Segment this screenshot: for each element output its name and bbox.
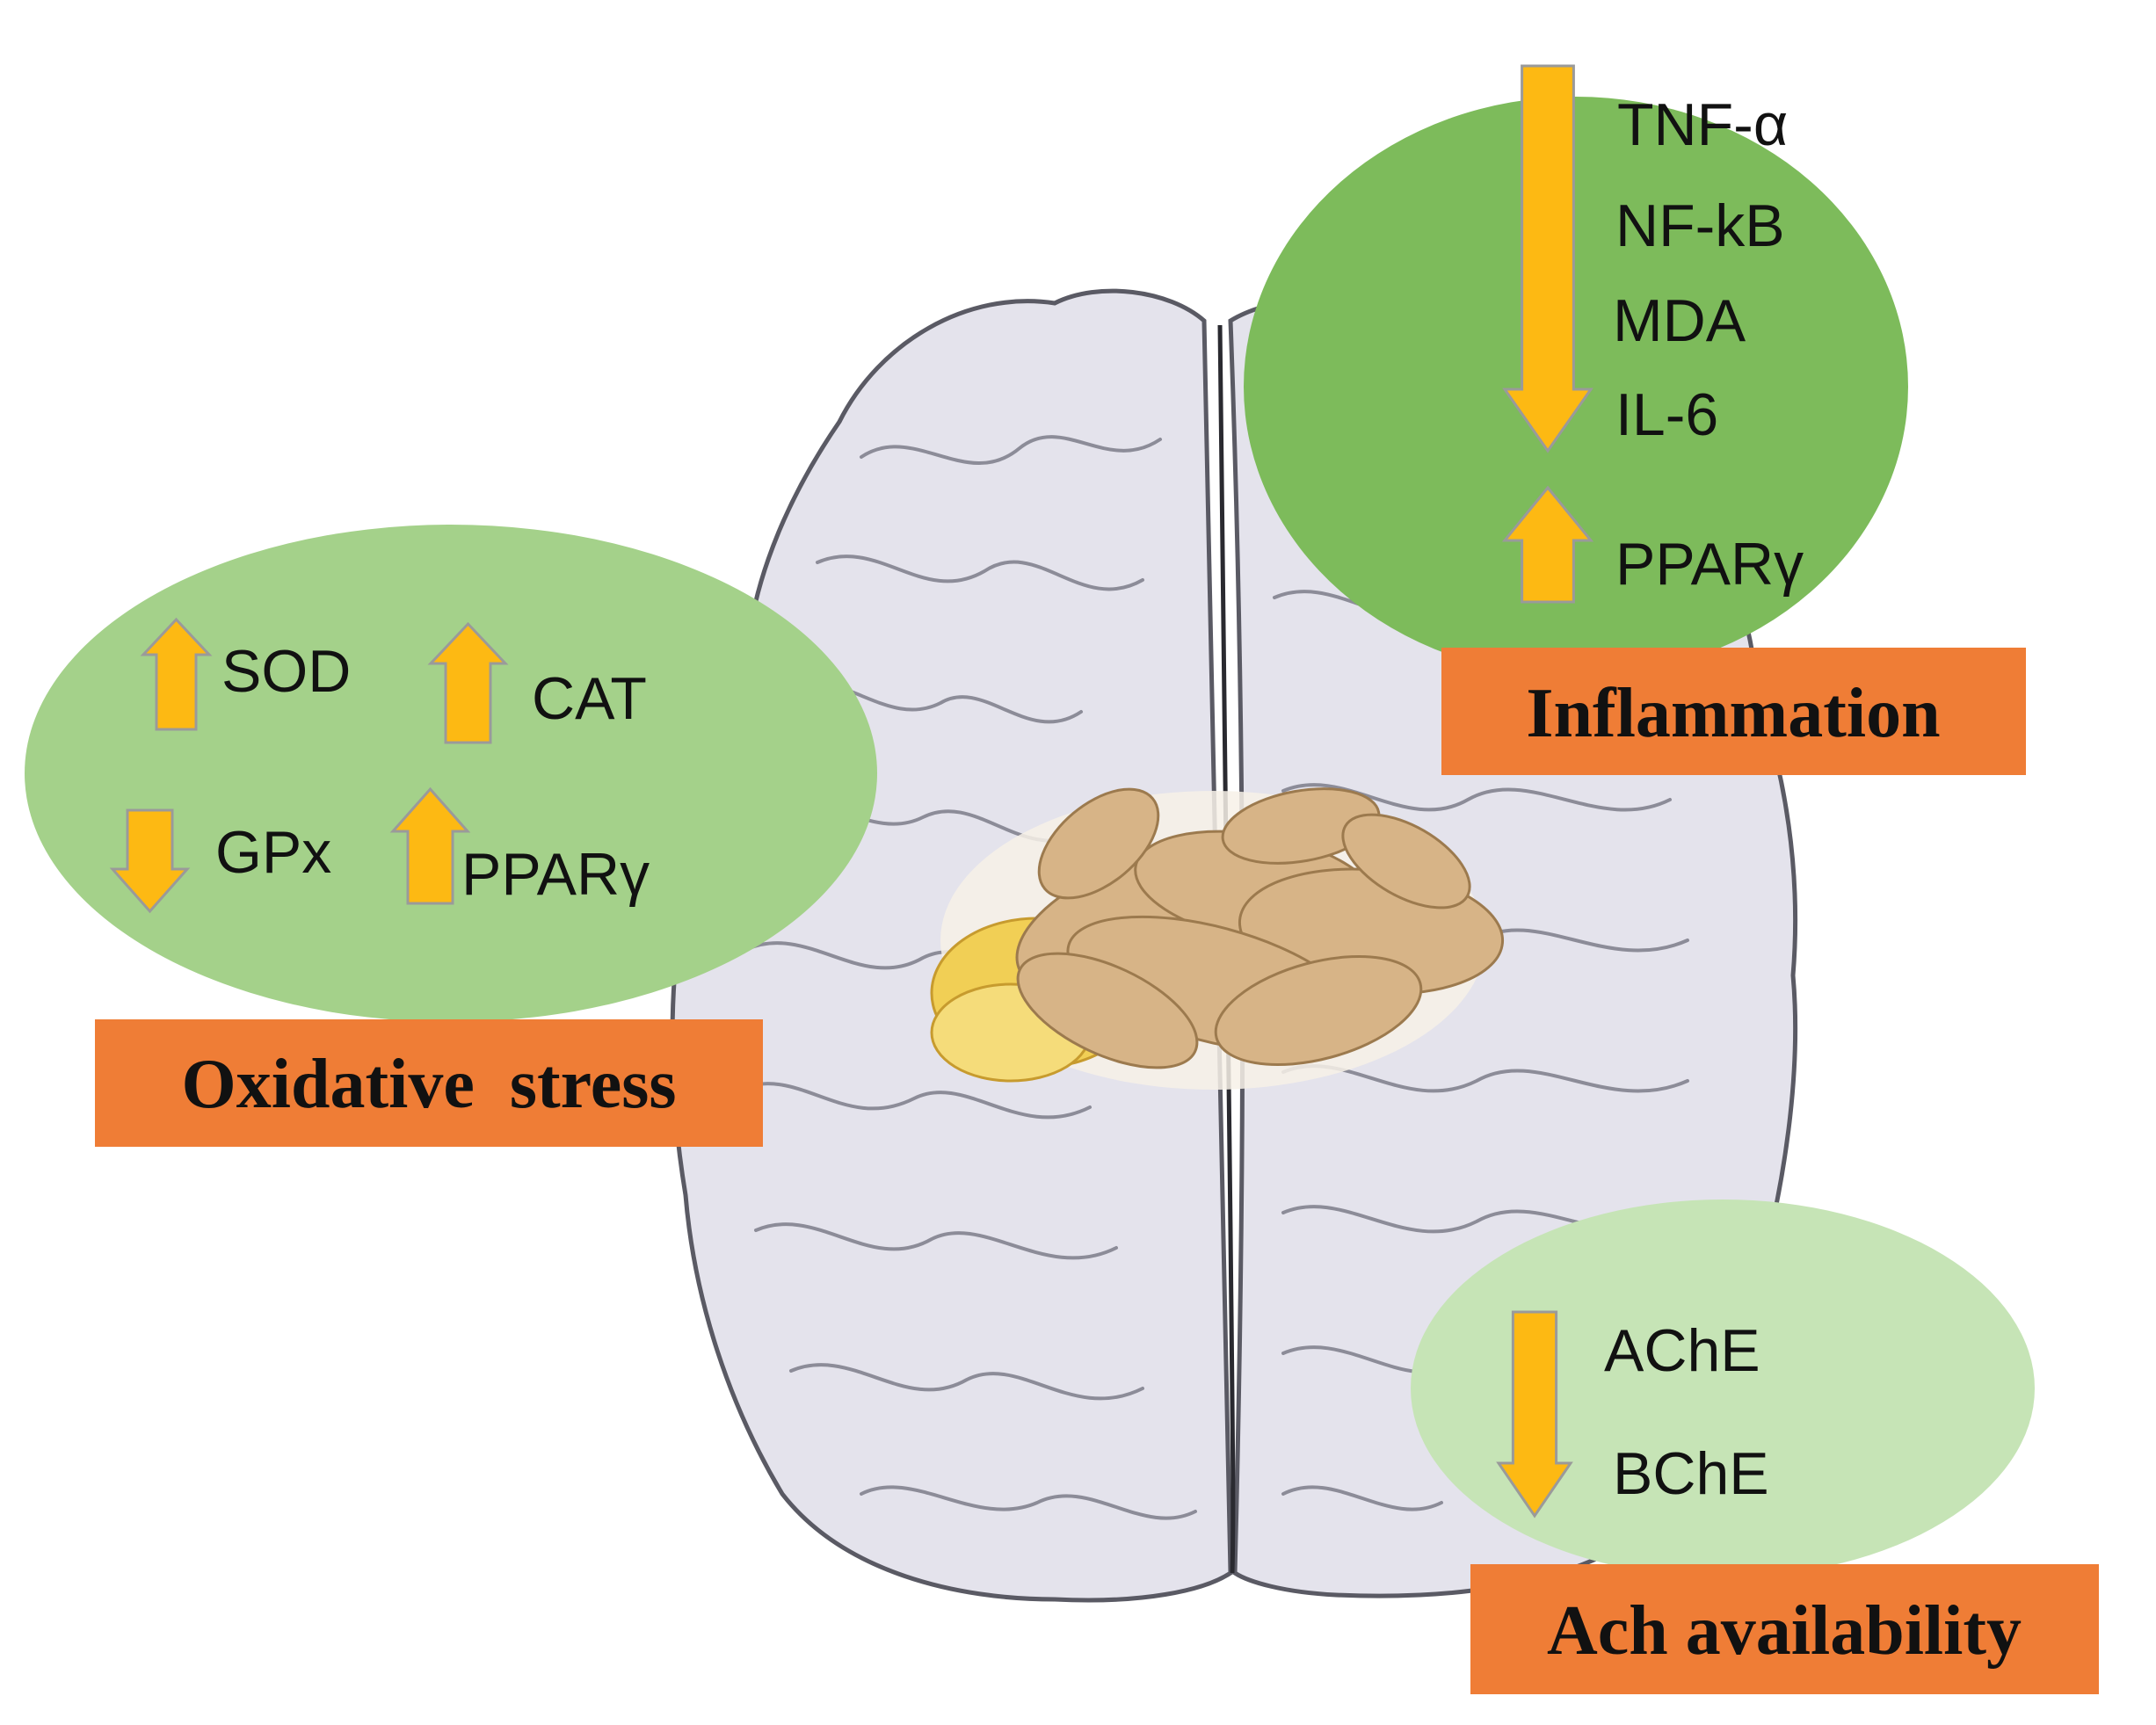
ach-availability-label-box (1470, 1564, 2099, 1694)
ginger-lobe (1016, 952, 1199, 1069)
inflammation-down-arrow (1502, 64, 1593, 453)
ginger-lobe (1214, 954, 1423, 1067)
cat-up-arrow (427, 621, 509, 744)
ppar-gamma-up-arrow-shape (389, 786, 471, 905)
ginger-root-icon (930, 787, 1505, 1090)
ppar-gamma-up-arrow (389, 786, 471, 905)
brain-gyrus (1281, 783, 1672, 812)
inflammation-label-box (1441, 648, 2026, 775)
ach-marker-bche: BChE (1613, 1440, 1769, 1507)
oxidative-marker-ppar-gamma: PPARγ (461, 841, 650, 908)
ginger-lobe (1221, 787, 1381, 865)
ginger-lobe (1037, 787, 1160, 900)
ach-availability-panel: AChE BChE Ach availability (1411, 1200, 2099, 1694)
oxidative-stress-panel: SOD CAT GPx PPARγ Oxidative stress (25, 525, 877, 1147)
inflammation-marker-ppar-gamma: PPARγ (1615, 531, 1804, 598)
ach-availability-label: Ach availability (1547, 1592, 2022, 1670)
sod-up-arrow-shape (140, 617, 213, 731)
inflammation-up-arrow (1501, 485, 1594, 604)
brain-gyrus (754, 1222, 1118, 1260)
brain-gyrus (860, 1485, 1197, 1520)
oxidative-marker-gpx: GPx (215, 819, 331, 886)
oxidative-stress-ellipse (25, 525, 877, 1022)
inflammation-down-arrow-shape (1502, 64, 1593, 453)
brain-gyrus (1281, 1485, 1443, 1511)
inflammation-marker-nf-kb: NF-kB (1615, 192, 1785, 259)
brain-gyrus (789, 1363, 1144, 1401)
ach-availability-ellipse (1411, 1200, 2035, 1577)
oxidative-stress-label-box (95, 1019, 763, 1147)
brain-gyrus (737, 1082, 1092, 1120)
inflammation-label: Inflammation (1526, 675, 1940, 752)
inflammation-ellipse (1244, 97, 1908, 677)
oxidative-marker-sod: SOD (221, 638, 351, 705)
cat-up-arrow-shape (427, 621, 509, 744)
brain-gyrus (860, 435, 1162, 466)
ach-marker-ache: AChE (1604, 1317, 1760, 1384)
brain-gyrus (816, 554, 1144, 591)
ginger-lobe (1341, 813, 1471, 910)
ach-down-arrow-shape (1496, 1310, 1573, 1518)
inflammation-up-arrow-shape (1501, 485, 1594, 604)
inflammation-marker-mda: MDA (1613, 287, 1746, 354)
gpx-down-arrow (109, 808, 191, 914)
ach-down-arrow (1496, 1310, 1573, 1518)
inflammation-panel: TNF-α NF-kB MDA IL-6 PPARγ Inflammation (1244, 64, 2026, 775)
inflammation-marker-tnf-alpha: TNF-α (1617, 91, 1788, 158)
inflammation-marker-il-6: IL-6 (1615, 381, 1718, 448)
sod-up-arrow (140, 617, 213, 731)
oxidative-marker-cat: CAT (532, 665, 647, 732)
gpx-down-arrow-shape (109, 808, 191, 914)
oxidative-stress-label: Oxidative stress (182, 1046, 677, 1123)
